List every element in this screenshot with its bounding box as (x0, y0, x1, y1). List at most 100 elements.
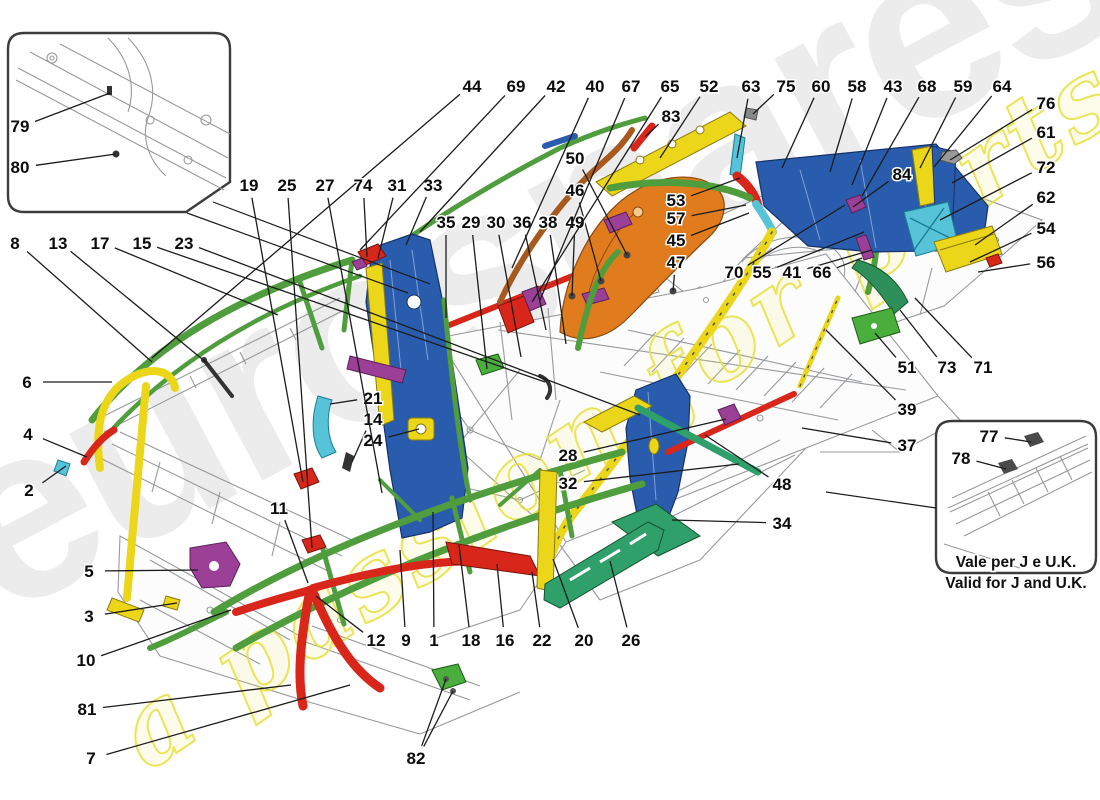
leader-line-67 (539, 97, 626, 301)
callout-label-7: 7 (86, 749, 95, 768)
callout-label-20: 20 (575, 631, 594, 650)
leader-line-70 (747, 204, 846, 266)
leader-line-21 (329, 399, 358, 405)
callout-label-25: 25 (278, 176, 297, 195)
part-sill-dashline-yellow (797, 295, 841, 389)
leader-line-62 (974, 203, 1034, 246)
callout-label-3: 3 (84, 607, 93, 626)
callout-label-63: 63 (742, 77, 761, 96)
leader-line-46 (578, 202, 602, 282)
leader-line-59 (919, 97, 957, 169)
leader-line-20 (552, 558, 579, 629)
callout-label-17: 17 (91, 234, 110, 253)
callout-label-78: 78 (952, 449, 971, 468)
inset-top-left (6, 31, 232, 214)
leader-line-49 (571, 234, 576, 297)
callout-label-68: 68 (918, 77, 937, 96)
callout-label-57: 57 (667, 209, 686, 228)
leader-line-82 (421, 678, 447, 747)
callout-label-67: 67 (622, 77, 641, 96)
callout-label-30: 30 (487, 213, 506, 232)
callout-label-62: 62 (1037, 188, 1056, 207)
callout-label-33: 33 (424, 176, 443, 195)
callout-label-55: 55 (753, 263, 772, 282)
leader-line-77 (1004, 437, 1032, 443)
callout-label-37: 37 (898, 436, 917, 455)
clip-78 (998, 459, 1018, 474)
callout-label-59: 59 (954, 77, 973, 96)
leader-line-54 (969, 232, 1032, 263)
callout-label-41: 41 (783, 263, 802, 282)
callout-label-18: 18 (462, 631, 481, 650)
leader-line-45 (690, 212, 750, 237)
clip-77 (1024, 432, 1044, 447)
callout-label-83: 83 (662, 107, 681, 126)
leader-line-47 (672, 274, 676, 292)
leader-line-69 (359, 94, 506, 251)
callout-label-81: 81 (78, 700, 97, 719)
leader-line-75 (752, 93, 775, 115)
callout-label-28: 28 (559, 446, 578, 465)
callout-label-24: 24 (364, 431, 383, 450)
callout-label-58: 58 (848, 77, 867, 96)
part-windscreen-trim-brown (497, 127, 635, 305)
callout-label-44: 44 (463, 77, 482, 96)
leader-line-84 (852, 180, 890, 208)
leader-line-76 (949, 109, 1033, 161)
leader-line-13 (70, 250, 208, 364)
leader-line-4 (42, 438, 88, 458)
leader-line-37 (801, 427, 892, 444)
callout-label-77: 77 (980, 427, 999, 446)
leader-line-36 (524, 234, 547, 331)
callout-label-10: 10 (77, 651, 96, 670)
callout-label-32: 32 (559, 474, 578, 493)
leader-line-17 (114, 247, 279, 316)
callout-label-54: 54 (1037, 219, 1056, 238)
callout-label-19: 19 (240, 176, 259, 195)
leader-line-19 (251, 197, 304, 483)
part-blade-green (851, 259, 909, 315)
callout-label-51: 51 (898, 358, 917, 377)
callout-label-22: 22 (533, 631, 552, 650)
leader-line-22 (531, 571, 541, 628)
callout-label-38: 38 (539, 213, 558, 232)
leader-line-39 (825, 329, 896, 401)
leader-line-18 (458, 544, 470, 628)
inset-connector-lines (186, 201, 937, 509)
leader-line-28 (583, 418, 727, 453)
callout-label-26: 26 (622, 631, 641, 650)
part-bracket-84-purple (845, 194, 867, 214)
part-front-frame-red (232, 469, 558, 711)
inset-right-box (934, 419, 1098, 575)
leader-line-5 (104, 569, 199, 572)
leader-line-53 (690, 177, 741, 197)
leader-line-40 (511, 97, 589, 269)
leader-line-26 (609, 560, 628, 628)
leader-line-7 (106, 684, 351, 756)
leader-line-25 (287, 197, 313, 549)
callout-label-61: 61 (1037, 123, 1056, 142)
leader-line-2 (42, 465, 67, 484)
leader-line-68 (861, 96, 920, 197)
part-brace-red-left (80, 426, 118, 466)
part-clip-83-red (630, 122, 656, 152)
callout-label-46: 46 (566, 181, 585, 200)
callout-label-72: 72 (1037, 158, 1056, 177)
leader-line-58 (829, 98, 853, 173)
leader-line-50 (582, 169, 628, 256)
callout-label-12: 12 (367, 631, 386, 650)
leader-line-63 (736, 98, 749, 159)
callout-label-79: 79 (11, 117, 30, 136)
callout-label-42: 42 (547, 77, 566, 96)
part-bracket-5-purple (189, 541, 241, 589)
leader-line-30 (498, 234, 522, 358)
pin-79 (107, 86, 112, 95)
inset-connector-2 (825, 491, 937, 509)
part-bracket-51-green (851, 307, 901, 345)
leader-line-3 (104, 602, 178, 615)
leader-line-74 (363, 197, 368, 258)
callout-label-9: 9 (401, 631, 410, 650)
callout-label-39: 39 (898, 400, 917, 419)
leader-line-8 (26, 251, 153, 363)
